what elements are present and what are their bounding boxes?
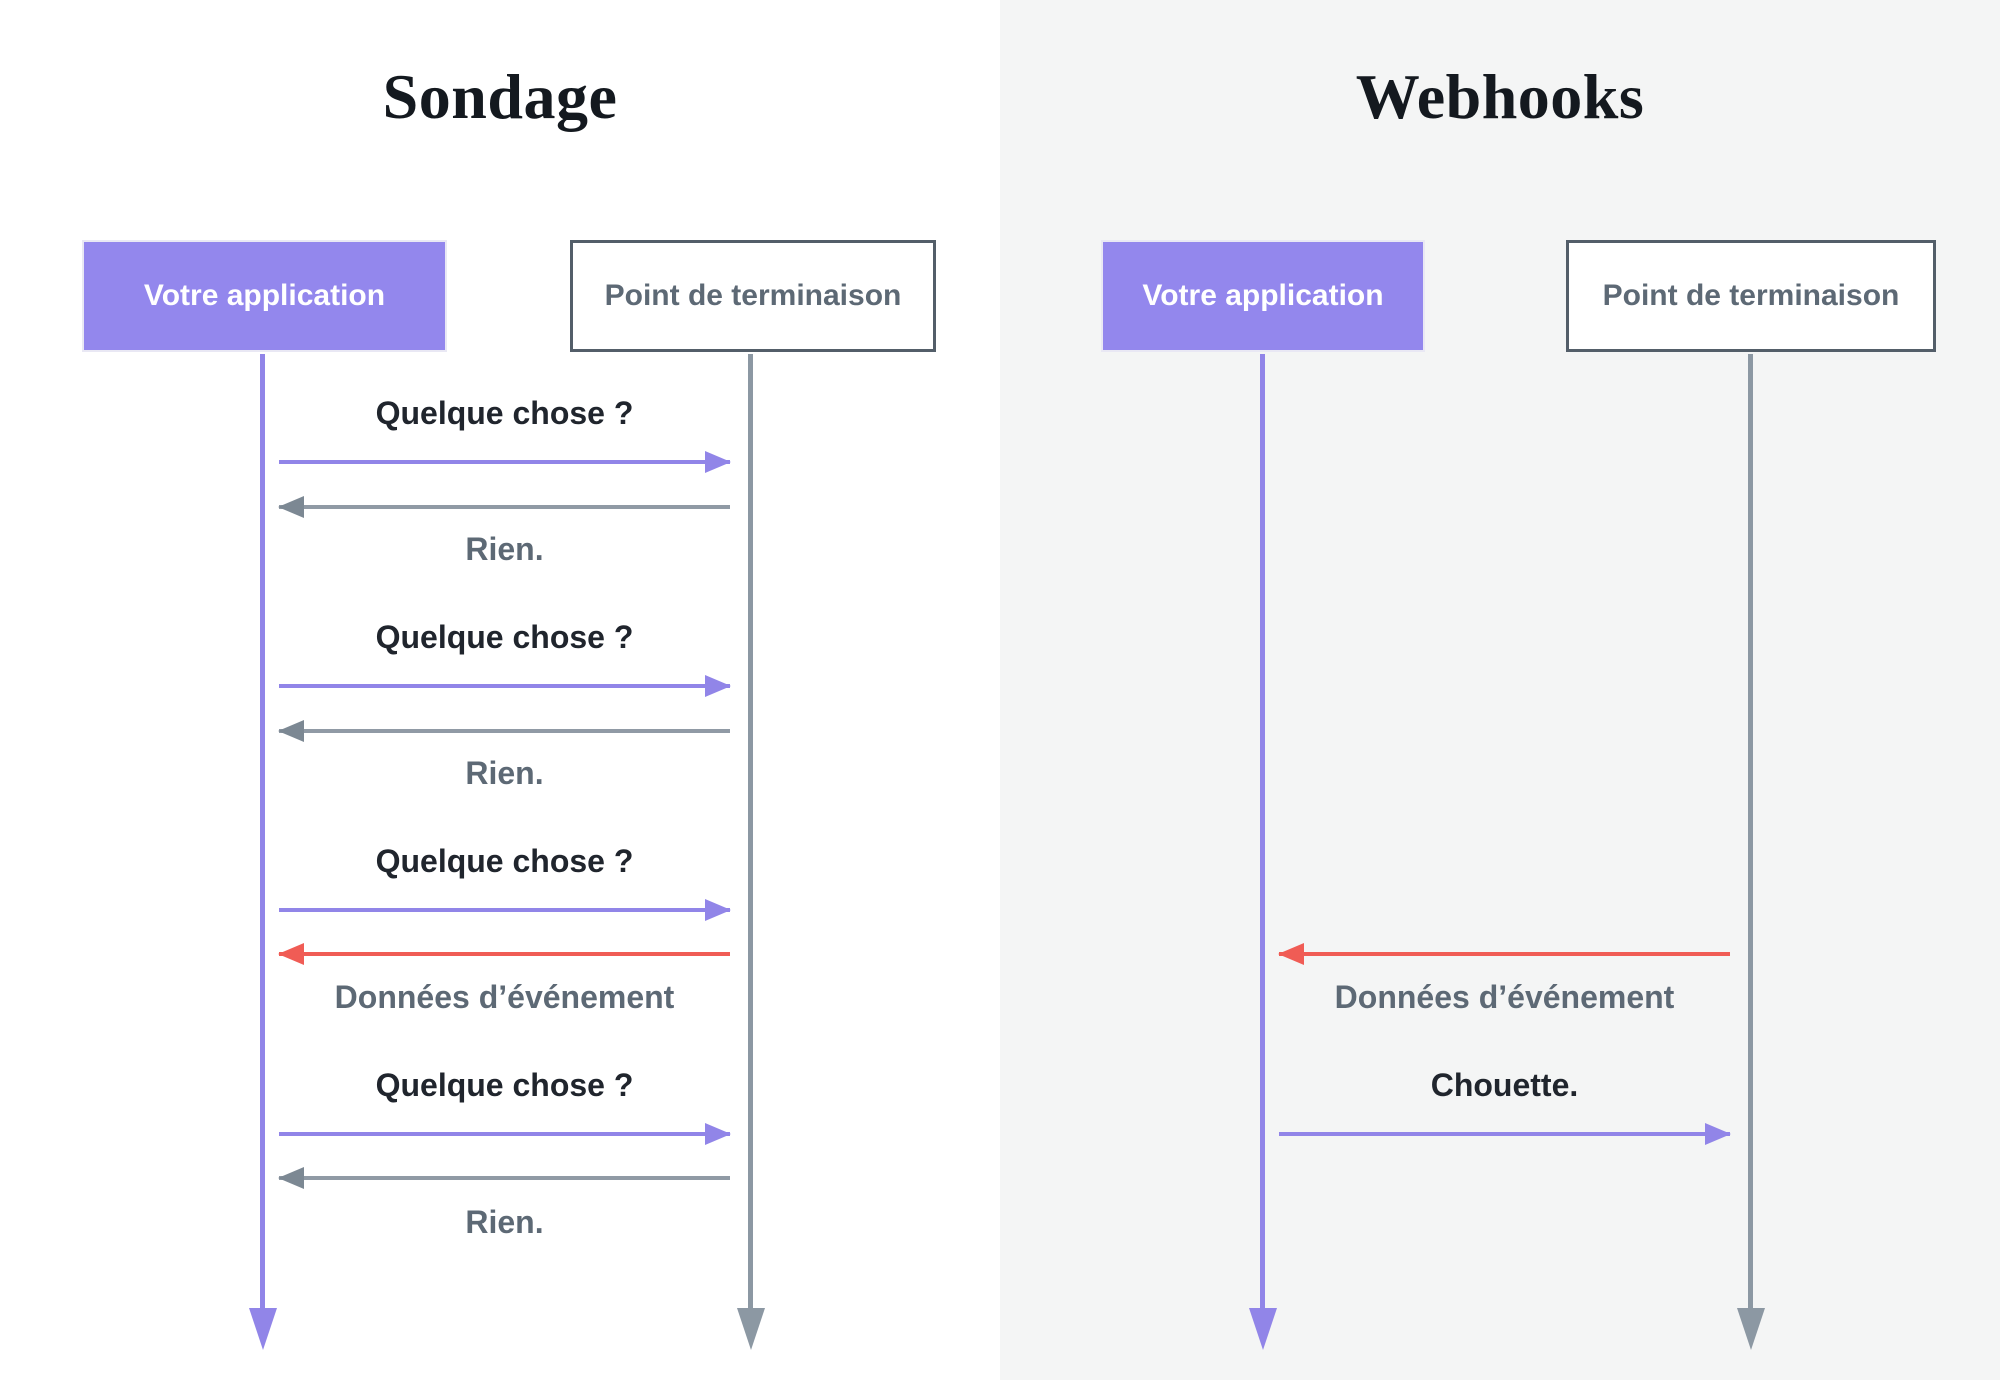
arrow-right-icon	[279, 1123, 731, 1145]
message-label: Rien.	[465, 755, 544, 791]
actor-label: Votre application	[143, 279, 386, 312]
actor-endpoint: Point de terminaison	[570, 240, 936, 352]
page-title: Sondage	[382, 61, 618, 132]
actor-label: Point de terminaison	[604, 279, 902, 312]
webhooks-panel: Webhooks Votre application Point de term…	[1000, 0, 2000, 1380]
lifeline-your-application	[248, 354, 277, 1350]
message-label: Quelque chose ?	[375, 619, 634, 655]
arrow-right-icon	[1279, 1123, 1731, 1145]
message-label: Rien.	[465, 1204, 544, 1240]
arrow-right-icon	[279, 899, 731, 921]
lifeline-your-application	[1248, 354, 1277, 1350]
actor-your-application: Votre application	[82, 240, 447, 352]
arrow-right-icon	[279, 451, 731, 473]
arrow-down-icon	[1248, 1308, 1277, 1350]
arrow-down-icon	[248, 1308, 277, 1350]
message-label: Quelque chose ?	[375, 843, 634, 879]
actor-label: Point de terminaison	[1602, 279, 1900, 312]
actor-label: Votre application	[1142, 279, 1384, 312]
arrow-right-icon	[279, 675, 731, 697]
message-label: Quelque chose ?	[375, 1067, 634, 1103]
message-label: Données d’événement	[1334, 979, 1675, 1015]
arrow-left-icon	[1278, 943, 1730, 965]
lifeline-endpoint	[736, 354, 765, 1350]
actor-your-application: Votre application	[1101, 240, 1425, 352]
arrow-left-icon	[278, 1167, 730, 1189]
arrow-left-icon	[278, 496, 730, 518]
actor-endpoint: Point de terminaison	[1566, 240, 1936, 352]
message-label: Chouette.	[1430, 1067, 1579, 1103]
arrow-down-icon	[1736, 1308, 1765, 1350]
message-label: Données d’événement	[334, 979, 675, 1015]
polling-panel: Sondage Votre application Point de termi…	[82, 61, 936, 1350]
arrow-left-icon	[278, 943, 730, 965]
lifeline-endpoint	[1736, 354, 1765, 1350]
message-label: Rien.	[465, 531, 544, 567]
message-label: Quelque chose ?	[375, 395, 634, 431]
page-title: Webhooks	[1355, 61, 1645, 132]
arrow-down-icon	[736, 1308, 765, 1350]
arrow-left-icon	[278, 720, 730, 742]
